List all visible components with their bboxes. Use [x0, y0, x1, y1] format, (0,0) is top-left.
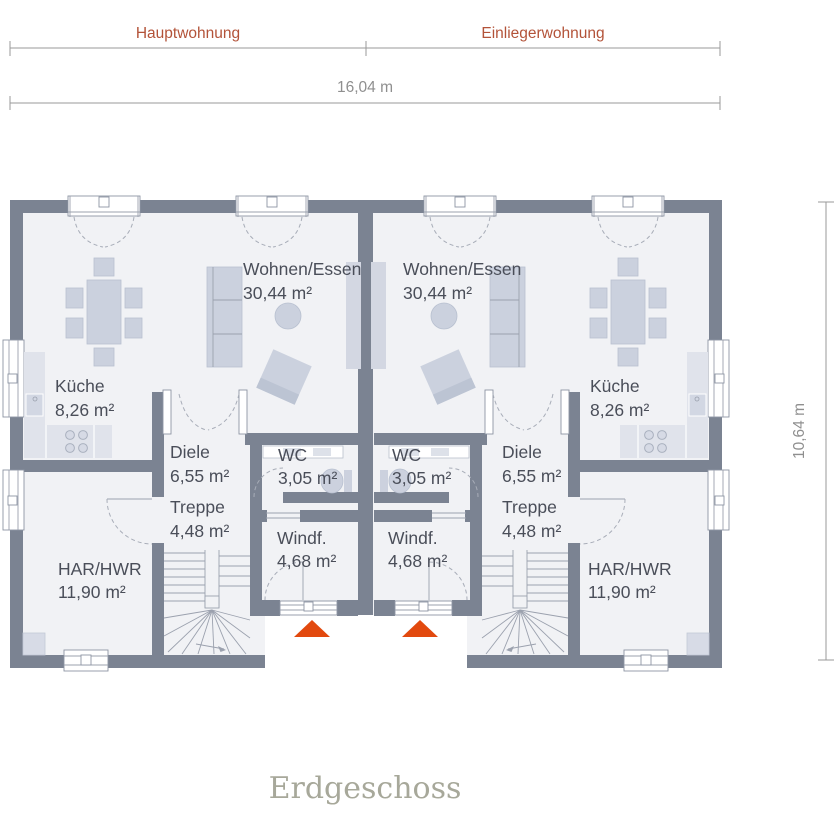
room-area-wc: 3,05 m²	[278, 468, 337, 488]
room-label-treppe: Treppe	[502, 497, 557, 517]
party-wall	[358, 200, 373, 668]
entrance-arrow-icon	[294, 620, 330, 637]
room-area-wohnen-essen: 30,44 m²	[243, 283, 312, 303]
room-labels-hauptwohnung: Wohnen/Essen 30,44 m² Küche 8,26 m² Diel…	[55, 259, 361, 602]
room-label-wohnen-essen: Wohnen/Essen	[243, 259, 361, 279]
room-labels-einliegerwohnung: Wohnen/Essen 30,44 m² Küche 8,26 m² Diel…	[388, 259, 672, 602]
room-area-kueche: 8,26 m²	[590, 400, 649, 420]
room-label-wc: WC	[392, 445, 421, 465]
floor-plan	[2, 195, 730, 672]
room-area-har-hwr: 11,90 m²	[58, 582, 126, 602]
room-label-kueche: Küche	[590, 376, 640, 396]
floor-title: Erdgeschoss	[269, 771, 462, 806]
room-label-windfang: Windf.	[277, 528, 327, 548]
room-label-diele: Diele	[170, 442, 210, 462]
room-area-diele: 6,55 m²	[170, 466, 229, 486]
room-label-windfang: Windf.	[388, 528, 438, 548]
entrance-porch	[265, 615, 467, 672]
room-label-wohnen-essen: Wohnen/Essen	[403, 259, 521, 279]
room-area-kueche: 8,26 m²	[55, 400, 114, 420]
room-area-wc: 3,05 m²	[392, 468, 451, 488]
room-area-har-hwr: 11,90 m²	[588, 582, 656, 602]
room-area-treppe: 4,48 m²	[170, 521, 229, 541]
room-label-har-hwr: HAR/HWR	[58, 559, 142, 579]
room-area-diele: 6,55 m²	[502, 466, 561, 486]
room-area-wohnen-essen: 30,44 m²	[403, 283, 472, 303]
dimension-line-height: 10,64 m	[791, 201, 834, 661]
label-total-height: 10,64 m	[791, 403, 808, 459]
room-area-windfang: 4,68 m²	[388, 551, 447, 571]
dimension-line-apartments: Hauptwohnung Einliegerwohnung	[9, 25, 721, 56]
room-label-wc: WC	[278, 445, 307, 465]
label-einliegerwohnung: Einliegerwohnung	[481, 25, 604, 42]
room-area-treppe: 4,48 m²	[502, 521, 561, 541]
entrance-arrow-icon	[402, 620, 438, 637]
label-total-width: 16,04 m	[337, 79, 393, 96]
dimension-line-width: 16,04 m	[9, 79, 721, 110]
label-hauptwohnung: Hauptwohnung	[136, 25, 240, 42]
room-area-windfang: 4,68 m²	[277, 551, 336, 571]
room-label-treppe: Treppe	[170, 497, 225, 517]
room-label-har-hwr: HAR/HWR	[588, 559, 672, 579]
room-label-kueche: Küche	[55, 376, 105, 396]
room-label-diele: Diele	[502, 442, 542, 462]
